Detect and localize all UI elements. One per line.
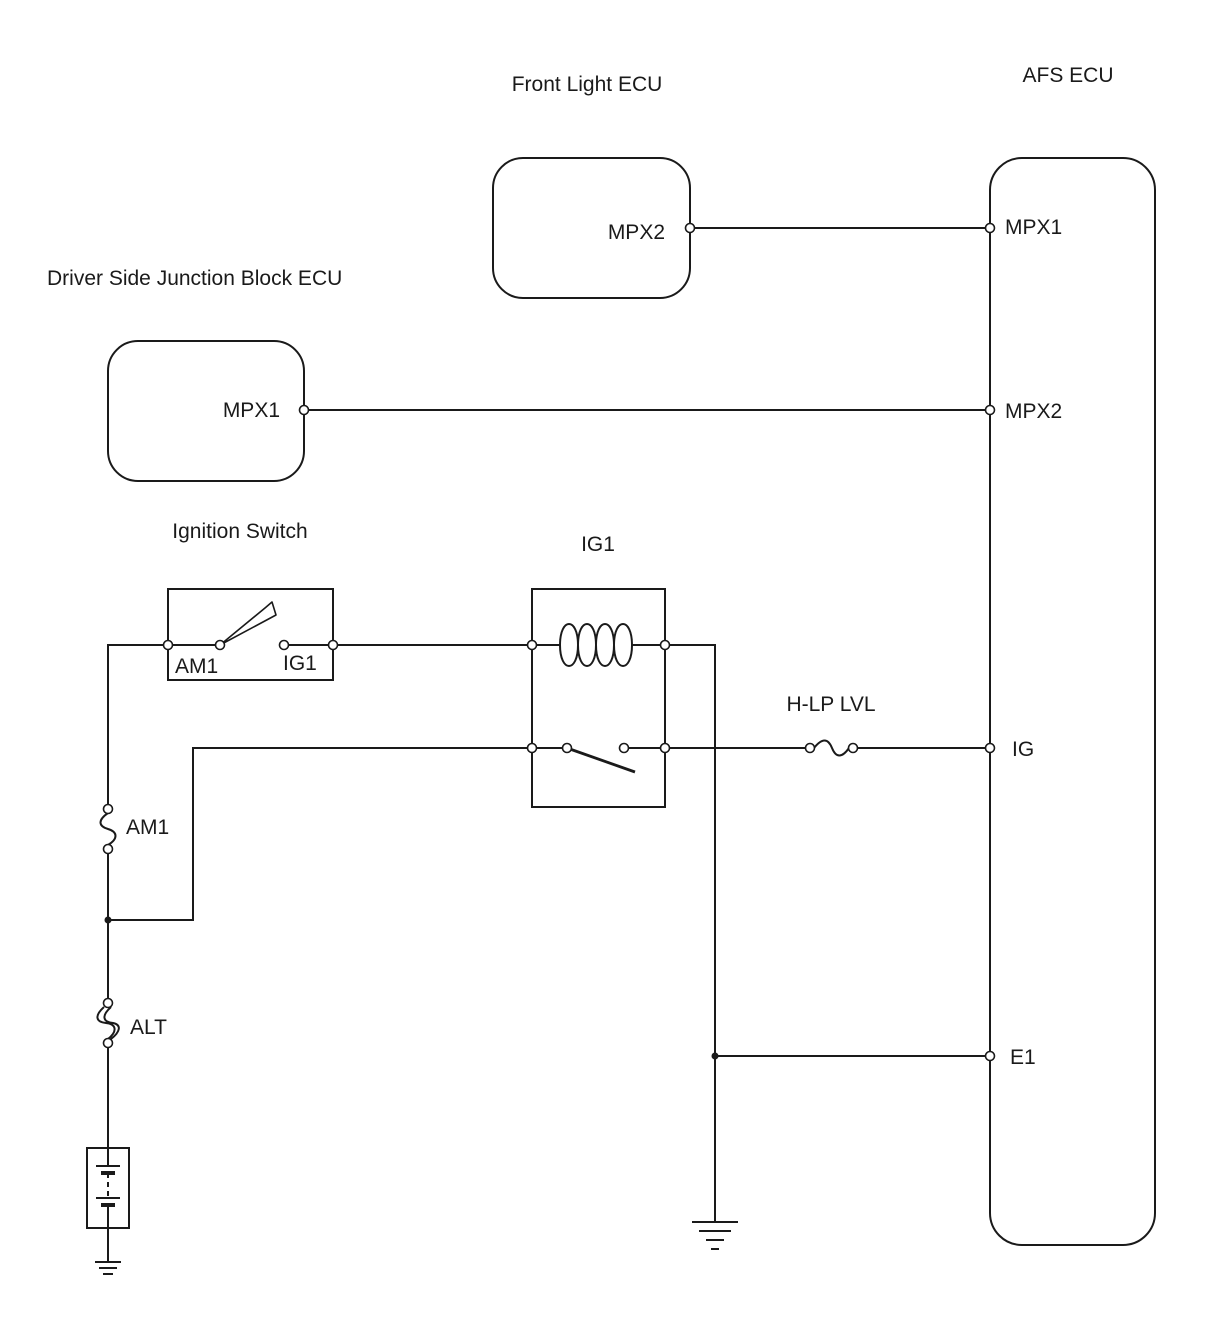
afs-pin-e1: [984, 1050, 996, 1062]
wire-junction-to-relay-contact: [108, 747, 532, 921]
ig1-relay-title: IG1: [581, 533, 615, 556]
fuse-alt: ALT: [96, 997, 167, 1049]
relay-coil-icon: [559, 623, 634, 667]
ignition-switch-lever-icon: [219, 601, 277, 646]
fuse-am1: AM1: [99, 803, 169, 855]
afs-pin-e1-label: E1: [1010, 1046, 1036, 1069]
afs-pin-ig: [984, 742, 996, 754]
wire-relay-coil-to-ground: [665, 644, 716, 1222]
ignition-switch: Ignition Switch AM1 IG1: [162, 520, 339, 681]
junction-dot: [104, 916, 112, 924]
fuse-am1-label: AM1: [126, 816, 169, 839]
front-light-pin-mpx2: [684, 222, 696, 234]
ignition-switch-pin-am1: [162, 639, 174, 651]
afs-pin-mpx1: [984, 222, 996, 234]
wire-battery-to-am1: [107, 644, 168, 809]
driver-jb-ecu-title: Driver Side Junction Block ECU: [47, 267, 342, 290]
junction-dot: [711, 1052, 719, 1060]
fuse-am1-terminal: [102, 843, 114, 855]
fuse-alt-terminal: [102, 997, 114, 1009]
ignition-switch-pin-ig1: [327, 639, 339, 651]
afs-ecu-title: AFS ECU: [1022, 64, 1113, 87]
fuse-hlp-lvl: H-LP LVL: [786, 693, 876, 757]
afs-pin-mpx2: [984, 404, 996, 416]
battery: [86, 1147, 130, 1229]
wires: [107, 227, 990, 1262]
ig1-relay-box: [531, 588, 666, 808]
relay-pin: [526, 639, 538, 651]
fuse-hlp-lvl-terminal: [847, 742, 859, 754]
afs-pin-mpx2-label: MPX2: [1005, 400, 1062, 423]
afs-pin-ig-label: IG: [1012, 738, 1034, 761]
relay-pin: [659, 742, 671, 754]
relay-contact-pivot: [561, 742, 573, 754]
relay-contact-point: [618, 742, 630, 754]
fuse-hlp-lvl-terminal: [804, 742, 816, 754]
front-light-ecu: Front Light ECU MPX2: [492, 73, 696, 299]
front-light-pin-mpx2-label: MPX2: [608, 221, 665, 244]
fuse-am1-icon: [99, 812, 117, 846]
relay-pin: [526, 742, 538, 754]
relay-contact-arm-icon: [566, 746, 636, 774]
front-light-ecu-title: Front Light ECU: [512, 73, 663, 96]
ignition-switch-ig1-label: IG1: [283, 652, 317, 675]
ground-icon: [692, 1221, 738, 1250]
ig1-relay: IG1: [526, 533, 671, 808]
driver-jb-pin-mpx1-label: MPX1: [223, 399, 280, 422]
afs-pin-mpx1-label: MPX1: [1005, 216, 1062, 239]
fuse-alt-terminal: [102, 1037, 114, 1049]
fuse-alt-icon: [96, 1006, 120, 1040]
ignition-switch-box: [167, 588, 334, 681]
ignition-switch-contact: [278, 639, 290, 651]
fuse-alt-label: ALT: [130, 1016, 167, 1039]
afs-ecu-box: [989, 157, 1156, 1246]
afs-ecu: AFS ECU MPX1 MPX2 IG E1: [984, 64, 1156, 1246]
fuse-am1-terminal: [102, 803, 114, 815]
driver-jb-pin-mpx1: [298, 404, 310, 416]
ground-icon: [95, 1261, 121, 1275]
fuse-hlp-lvl-icon: [813, 739, 850, 757]
ignition-switch-pivot: [214, 639, 226, 651]
ignition-switch-am1-label: AM1: [175, 655, 218, 678]
driver-jb-ecu: Driver Side Junction Block ECU MPX1: [47, 267, 342, 482]
ignition-switch-title: Ignition Switch: [172, 520, 307, 543]
fuse-hlp-lvl-label: H-LP LVL: [786, 693, 875, 716]
relay-pin: [659, 639, 671, 651]
